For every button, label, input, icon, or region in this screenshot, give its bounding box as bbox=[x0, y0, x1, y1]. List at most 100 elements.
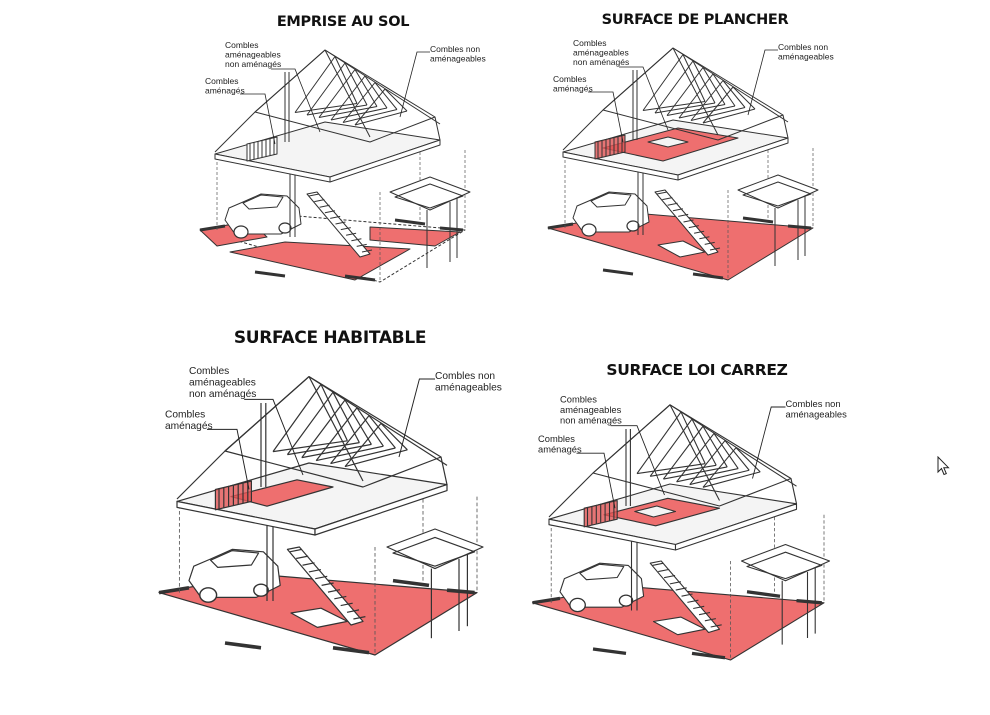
truss-member bbox=[678, 73, 714, 119]
ground-wall-tick bbox=[224, 641, 262, 650]
tie-beam bbox=[690, 107, 746, 121]
tie-beam bbox=[301, 443, 372, 459]
tie-beam bbox=[678, 105, 736, 119]
truss-member bbox=[318, 69, 356, 118]
ground-wall-tick bbox=[532, 596, 561, 605]
tie-beam bbox=[650, 464, 717, 477]
tie-beam bbox=[676, 468, 739, 483]
stair-step bbox=[346, 609, 360, 613]
roof-structure bbox=[214, 49, 441, 153]
car-wheel bbox=[233, 225, 249, 239]
railing bbox=[583, 499, 618, 528]
stair-step bbox=[302, 562, 315, 566]
tie-beam bbox=[306, 104, 368, 116]
car-windshield bbox=[590, 192, 632, 208]
roof-structure bbox=[562, 47, 789, 151]
slab-edge-side bbox=[314, 484, 448, 536]
stair-step bbox=[710, 624, 722, 628]
truss-member bbox=[676, 433, 715, 483]
stair-step bbox=[319, 204, 330, 208]
truss-member bbox=[712, 73, 736, 107]
stair-step bbox=[296, 555, 309, 560]
ground-wall-tick bbox=[392, 578, 430, 588]
truss-member bbox=[294, 56, 336, 113]
truss-member bbox=[692, 60, 716, 104]
truss-member bbox=[680, 411, 706, 464]
stair-step bbox=[330, 215, 341, 219]
truss-member bbox=[332, 391, 360, 443]
car-wheel bbox=[626, 220, 640, 232]
leader-line bbox=[752, 406, 786, 479]
truss-member bbox=[330, 75, 366, 121]
stair-step bbox=[324, 210, 335, 214]
carport bbox=[389, 176, 471, 268]
tie-beam bbox=[342, 109, 398, 123]
truss-member bbox=[722, 80, 746, 108]
truss-member bbox=[666, 67, 704, 116]
truss-member bbox=[320, 384, 348, 442]
ground-wall-tick bbox=[199, 224, 226, 232]
stair-step bbox=[669, 581, 681, 585]
leader-line bbox=[398, 378, 436, 458]
ground-wall-tick bbox=[254, 270, 286, 278]
gable-rafter bbox=[562, 109, 604, 151]
stair-stringer bbox=[654, 189, 719, 256]
truss-member bbox=[354, 69, 378, 107]
tie-beam bbox=[330, 447, 396, 465]
car-icon bbox=[559, 562, 645, 613]
leader-line bbox=[588, 91, 624, 143]
slab-edge-side bbox=[329, 139, 441, 183]
mouse-pointer-icon bbox=[937, 456, 950, 476]
panel-title: SURFACE LOI CARREZ bbox=[606, 361, 787, 379]
carport bbox=[740, 543, 831, 645]
stair-step bbox=[681, 593, 693, 597]
carport-roof-inner bbox=[742, 181, 812, 207]
stair-step bbox=[351, 238, 362, 242]
stair-step bbox=[353, 616, 366, 620]
car-icon bbox=[224, 193, 302, 239]
eave-line bbox=[790, 478, 798, 504]
gable-rafter bbox=[214, 111, 256, 153]
stair-step bbox=[687, 599, 699, 603]
truss-member bbox=[344, 423, 382, 467]
truss-member bbox=[384, 88, 408, 112]
leader-line bbox=[619, 66, 669, 131]
truss-member bbox=[344, 399, 372, 445]
ridge-rafter bbox=[669, 404, 797, 487]
ground-wall-tick bbox=[692, 272, 724, 280]
leader-line bbox=[610, 425, 665, 496]
ground-wall-tick bbox=[691, 651, 726, 660]
panel-title: EMPRISE AU SOL bbox=[277, 14, 409, 30]
carport-roof bbox=[737, 174, 819, 209]
panel-title: SURFACE HABITABLE bbox=[234, 328, 426, 348]
stair-step bbox=[663, 574, 676, 579]
leader-line bbox=[244, 398, 304, 476]
stair-step bbox=[289, 548, 302, 553]
carport-roof bbox=[389, 176, 471, 211]
ground-wall-tick bbox=[446, 588, 475, 595]
slab-edge-side bbox=[677, 137, 789, 181]
tie-beam bbox=[287, 442, 360, 456]
car-wheel bbox=[199, 587, 218, 603]
stair-stringer bbox=[286, 546, 364, 626]
tie-beam bbox=[689, 469, 750, 486]
eave-line bbox=[782, 114, 789, 139]
truss-member bbox=[342, 82, 376, 123]
leader-line bbox=[240, 93, 276, 145]
ridge-rafter bbox=[324, 49, 441, 125]
upper-floor-area bbox=[230, 479, 334, 507]
ground-wall-tick bbox=[332, 646, 370, 655]
stair-step bbox=[656, 191, 668, 195]
leader-line bbox=[747, 49, 778, 116]
stair-step bbox=[678, 213, 689, 217]
